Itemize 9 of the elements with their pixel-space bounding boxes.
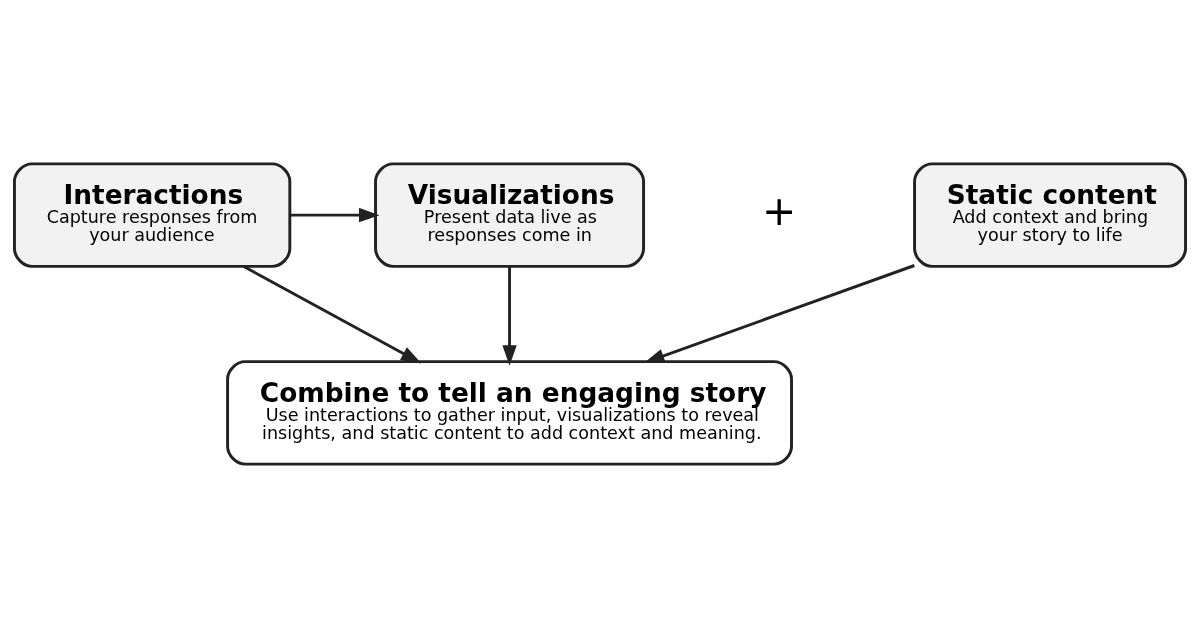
arrow <box>290 207 380 222</box>
node-box: Combine to tell an engaging story Use interactions to gather input, visualizations to reveal insights, and static content to add context and meaning. <box>226 359 793 466</box>
node-box: Interactions Capture responses from your audience <box>13 161 292 268</box>
label: + <box>761 186 797 235</box>
arrow <box>502 266 517 366</box>
node-box: Visualizations Present data live as responses come in <box>374 161 646 268</box>
arrow <box>643 263 915 363</box>
node-box: Static content Add context and bring your story to life <box>913 161 1187 268</box>
arrow <box>243 264 422 363</box>
